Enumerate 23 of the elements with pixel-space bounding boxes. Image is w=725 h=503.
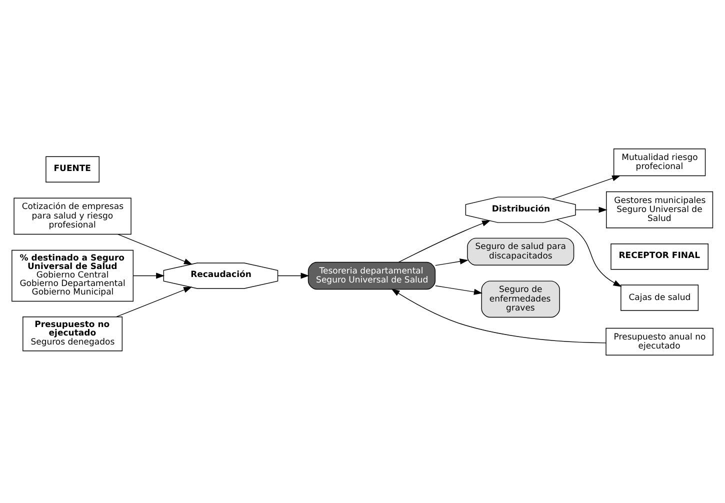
- arrow: [116, 286, 192, 317]
- node-box: % destinado a Seguro Universal de Salud Gobierno Central Gobierno Departamental Gobierno Municipal: [12, 249, 134, 302]
- node-box: Seguro de enfermedades graves: [481, 280, 560, 318]
- node-box: Mutualidad riesgo profecional: [613, 148, 706, 176]
- node-box: FUENTE: [46, 156, 100, 182]
- node-box: Cajas de salud: [620, 284, 699, 310]
- node-box: RECEPTOR FINAL: [610, 243, 708, 270]
- arrow: [435, 284, 482, 294]
- node-box: Gestores municipales Seguro Universal de Salud: [606, 190, 714, 228]
- arrow: [391, 288, 606, 343]
- node-box: Tesoreria departamental Seguro Universal de Salud: [308, 261, 436, 290]
- node-box: Presupuesto anual no ejecutado: [606, 327, 714, 356]
- arrow: [277, 272, 310, 278]
- arrow: [552, 174, 621, 199]
- arrow: [575, 206, 608, 212]
- node-box: Cotización de empresas para salud y riesgo profesional: [14, 197, 132, 234]
- arrow: [118, 233, 193, 264]
- node-box: Presupuesto no ejecutado Seguros denegados: [22, 316, 123, 351]
- arrow: [435, 258, 468, 266]
- arrow: [133, 272, 165, 278]
- arrow: [556, 218, 622, 286]
- node-box: Seguro de salud para discapacitados: [467, 237, 574, 265]
- arrow: [398, 220, 491, 262]
